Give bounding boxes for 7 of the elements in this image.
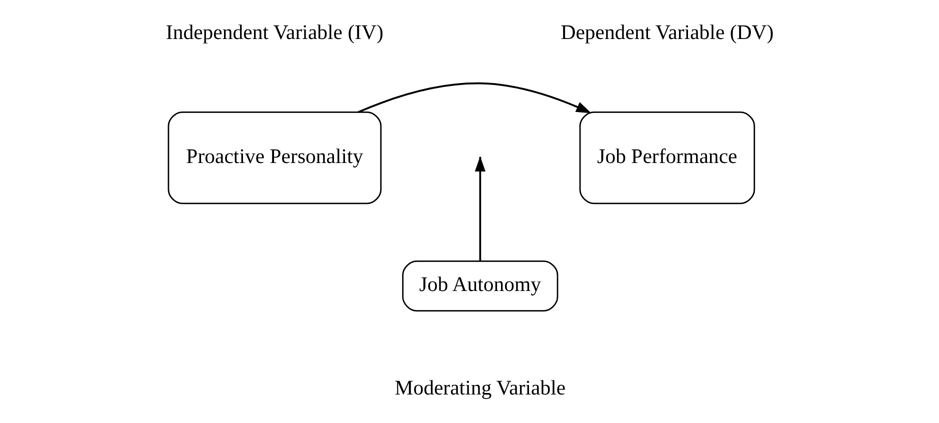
node-label: Independent Variable (IV): [166, 20, 384, 44]
node-label: Moderating Variable: [394, 376, 566, 400]
arrow: [358, 82, 592, 114]
node-box: Job Autonomy: [402, 260, 558, 312]
node-box: Proactive Personality: [168, 112, 382, 204]
node-box: Job Performance: [579, 112, 756, 204]
node-label: Dependent Variable (DV): [560, 20, 774, 44]
